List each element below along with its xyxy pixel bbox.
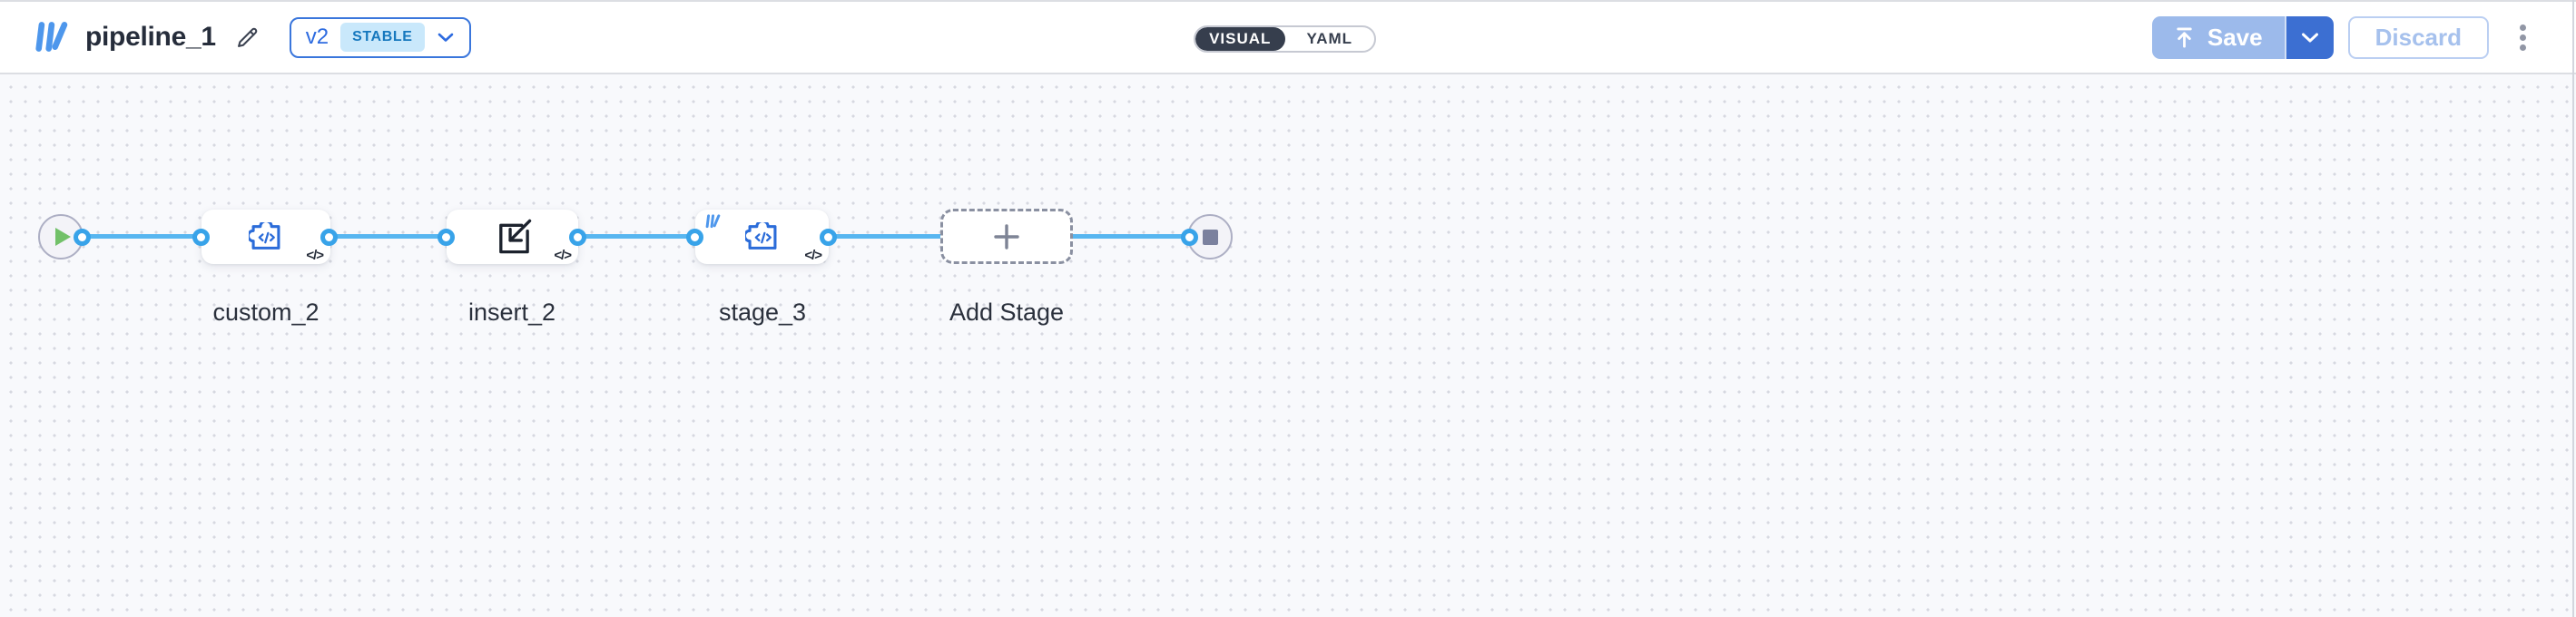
library-icon — [703, 213, 723, 234]
version-label: v2 — [305, 24, 329, 49]
play-icon — [55, 228, 71, 246]
connector-handle[interactable] — [320, 229, 338, 246]
stage-node-custom_2[interactable]: </> — [202, 210, 330, 264]
stage-label-stage_3: stage_3 — [718, 299, 807, 326]
save-split-button: Save — [2151, 15, 2334, 59]
plus-icon — [993, 223, 1020, 250]
upload-icon — [2172, 25, 2197, 50]
save-button-label: Save — [2207, 23, 2263, 51]
stage-node-stage_3[interactable]: </> — [695, 210, 829, 264]
pipeline-edge — [61, 234, 1192, 239]
scrollbar-track[interactable] — [2572, 0, 2574, 617]
insert-icon — [492, 218, 534, 257]
stop-icon — [1202, 229, 1218, 245]
header-right-group: Save Discard — [2151, 2, 2533, 73]
page-title: pipeline_1 — [85, 22, 216, 52]
stage-label-custom_2: custom_2 — [212, 299, 320, 326]
header-left-group: pipeline_1 v2 STABLE — [33, 2, 471, 73]
version-status-badge: STABLE — [340, 23, 425, 52]
more-options-kebab-icon[interactable] — [2512, 17, 2533, 58]
tab-yaml[interactable]: YAML — [1306, 30, 1353, 47]
pipeline-canvas[interactable]: </> </> — [0, 74, 2576, 617]
discard-button[interactable]: Discard — [2347, 15, 2489, 59]
connector-handle[interactable] — [192, 229, 210, 246]
pipeline-start-node[interactable] — [38, 214, 84, 260]
add-stage-button[interactable] — [940, 209, 1073, 264]
view-mode-toggle: VISUAL YAML — [1194, 25, 1376, 53]
connector-handle[interactable] — [820, 229, 837, 246]
connector-handle[interactable] — [686, 229, 703, 246]
pipeline-end-node[interactable] — [1187, 214, 1233, 260]
add-stage-label: Add Stage — [949, 299, 1065, 326]
connector-handle[interactable] — [1181, 229, 1198, 246]
stage-label-insert_2: insert_2 — [467, 299, 556, 326]
chevron-down-icon — [437, 31, 455, 44]
save-options-dropdown[interactable] — [2286, 15, 2334, 59]
connector-handle[interactable] — [569, 229, 586, 246]
connector-handle[interactable] — [438, 229, 455, 246]
code-puzzle-icon — [249, 221, 283, 252]
code-view-badge: </> — [306, 248, 324, 263]
top-bar: pipeline_1 v2 STABLE VISUAL YAML — [0, 0, 2576, 74]
version-selector[interactable]: v2 STABLE — [289, 16, 471, 58]
edit-title-icon[interactable] — [234, 24, 261, 51]
code-view-badge: </> — [804, 248, 822, 263]
code-puzzle-icon — [744, 221, 780, 252]
app-logo-icon — [33, 19, 73, 55]
tab-visual[interactable]: VISUAL — [1195, 27, 1285, 51]
connector-handle[interactable] — [74, 229, 91, 246]
stage-node-insert_2[interactable]: </> — [447, 210, 578, 264]
code-view-badge: </> — [554, 248, 572, 263]
save-button[interactable]: Save — [2151, 15, 2286, 59]
